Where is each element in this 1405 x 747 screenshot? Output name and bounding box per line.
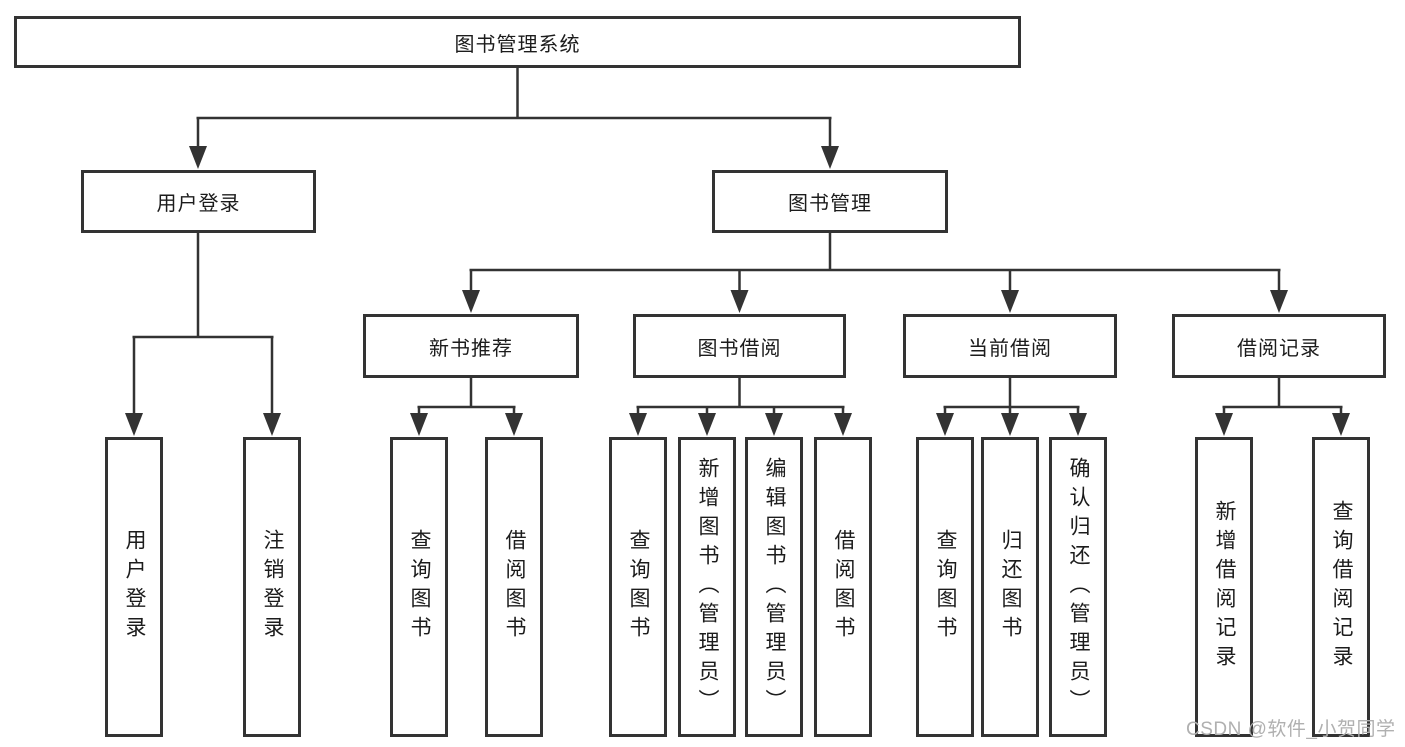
leaf-logout: 注销登录 (243, 437, 301, 737)
leaf-user-login-label: 用户登录 (123, 529, 146, 645)
leaf-borrow-add-books-admin-label: 新增图书（管理员） (696, 456, 719, 718)
node-new-book-recommend: 新书推荐 (363, 314, 579, 378)
leaf-recommend-borrow-books-label: 借阅图书 (503, 529, 526, 645)
node-root-label: 图书管理系统 (454, 33, 581, 56)
leaf-recommend-query-books-label: 查询图书 (408, 529, 431, 645)
leaf-borrow-edit-books-admin: 编辑图书（管理员） (745, 437, 803, 737)
node-user-login: 用户登录 (81, 170, 316, 233)
arrowheads (125, 146, 1350, 436)
leaf-recommend-borrow-books: 借阅图书 (485, 437, 543, 737)
leaf-borrow-borrow-books: 借阅图书 (814, 437, 872, 737)
node-borrow-records: 借阅记录 (1172, 314, 1386, 378)
leaf-records-query-record-label: 查询借阅记录 (1330, 500, 1353, 674)
leaf-records-query-record: 查询借阅记录 (1312, 437, 1370, 737)
leaf-current-confirm-return-admin-label: 确认归还（管理员） (1067, 456, 1090, 718)
node-current-borrow: 当前借阅 (903, 314, 1117, 378)
leaf-records-add-record-label: 新增借阅记录 (1213, 500, 1236, 674)
node-user-login-label: 用户登录 (156, 193, 241, 215)
leaf-logout-label: 注销登录 (261, 529, 284, 645)
node-book-borrow-label: 图书借阅 (697, 337, 782, 360)
leaf-current-query-books-label: 查询图书 (934, 529, 957, 645)
leaf-recommend-query-books: 查询图书 (390, 437, 448, 737)
leaf-records-add-record: 新增借阅记录 (1195, 437, 1253, 737)
leaf-user-login: 用户登录 (105, 437, 163, 737)
leaf-borrow-add-books-admin: 新增图书（管理员） (678, 437, 736, 737)
leaf-current-confirm-return-admin: 确认归还（管理员） (1049, 437, 1107, 737)
leaf-borrow-query-books: 查询图书 (609, 437, 667, 737)
leaf-borrow-edit-books-admin-label: 编辑图书（管理员） (763, 456, 786, 718)
csdn-watermark: CSDN @软件_小贺同学 (1186, 719, 1396, 740)
leaf-borrow-query-books-label: 查询图书 (627, 529, 650, 645)
node-new-book-recommend-label: 新书推荐 (429, 337, 513, 360)
leaf-current-query-books: 查询图书 (916, 437, 974, 737)
node-current-borrow-label: 当前借阅 (968, 337, 1052, 360)
node-root: 图书管理系统 (14, 16, 1021, 68)
node-borrow-records-label: 借阅记录 (1237, 337, 1321, 360)
leaf-current-return-books-label: 归还图书 (999, 529, 1022, 645)
leaf-borrow-borrow-books-label: 借阅图书 (832, 529, 855, 645)
leaf-current-return-books: 归还图书 (981, 437, 1039, 737)
node-book-management: 图书管理 (712, 170, 948, 233)
node-book-management-label: 图书管理 (788, 193, 872, 215)
node-book-borrow: 图书借阅 (633, 314, 846, 378)
